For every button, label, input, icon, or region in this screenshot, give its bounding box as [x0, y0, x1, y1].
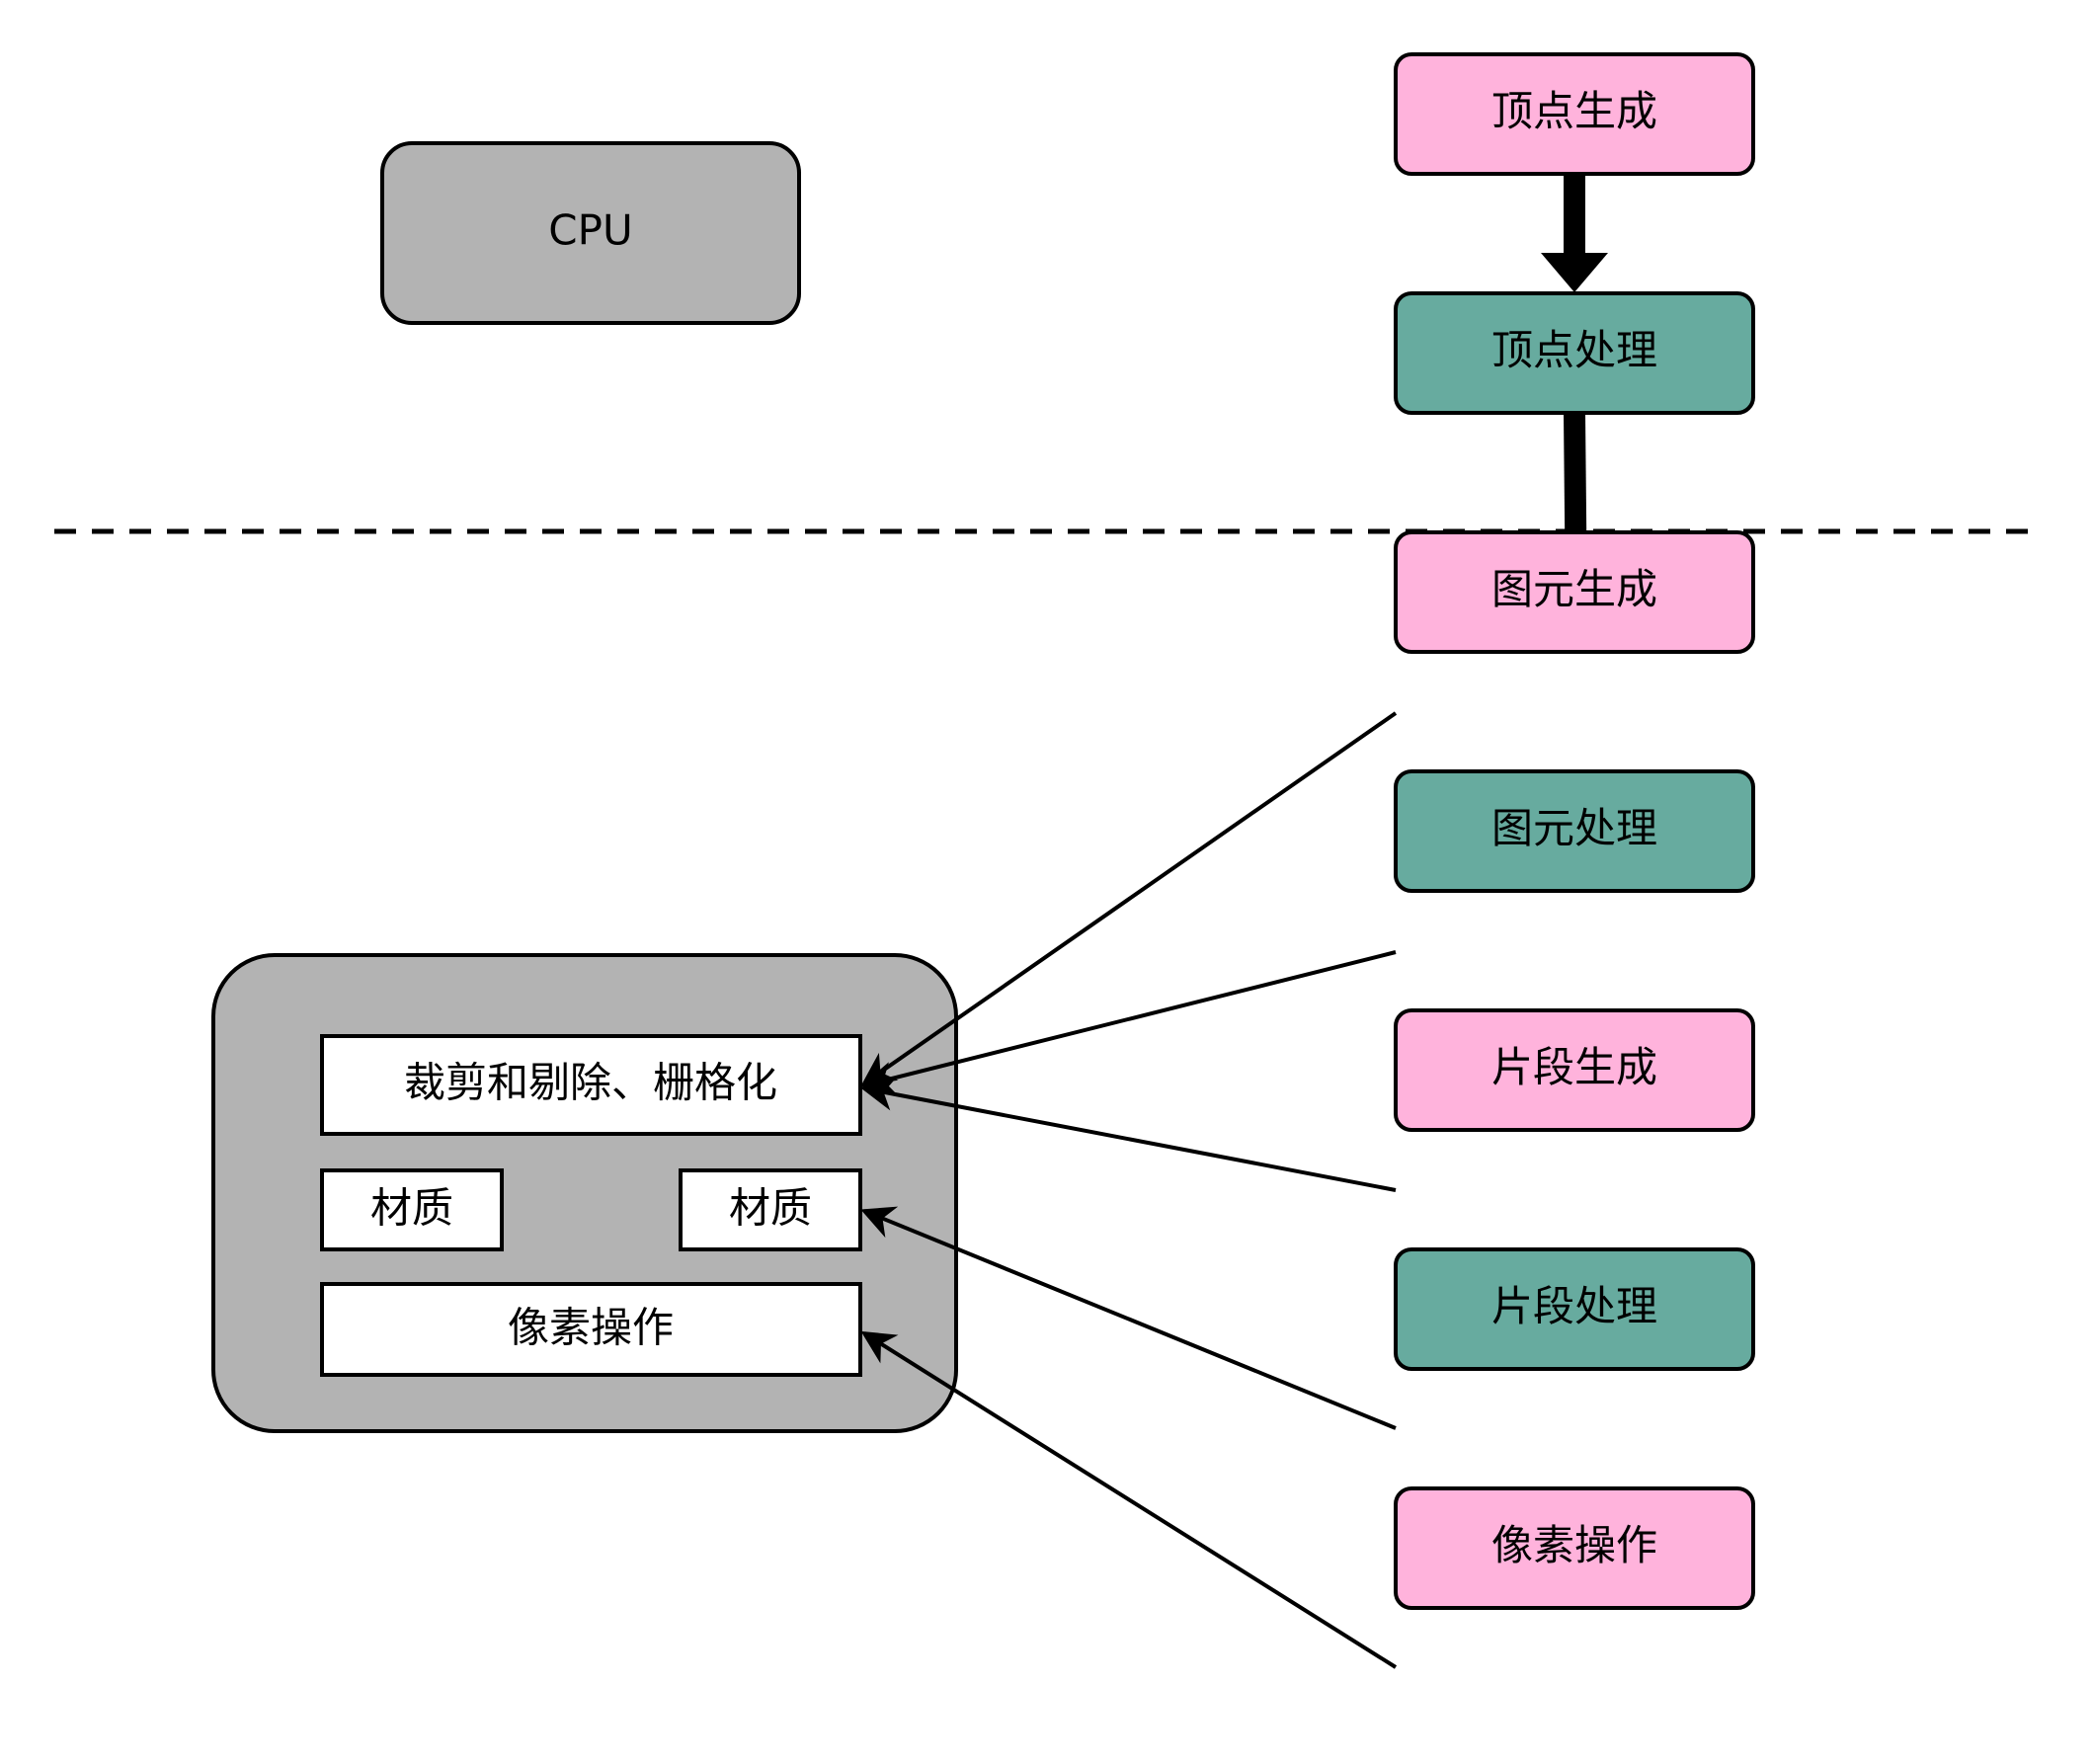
arrow-pixel-op-to-pixel-ops [860, 1330, 1398, 1669]
material-right-box [679, 1168, 862, 1251]
arrow-primitive-gen-to-clip [860, 711, 1398, 1086]
mapping-arrows [860, 711, 1398, 1669]
material-right-label: 材质 [729, 1184, 812, 1233]
material-left-label: 材质 [370, 1184, 453, 1233]
stage-label-fragment-gen: 片段生成 [1491, 1043, 1657, 1091]
pixel-ops-box [320, 1282, 862, 1377]
arrow-fragment-gen-to-clip [860, 1077, 1397, 1192]
stage-box-vertex-proc [1394, 291, 1755, 415]
stage-label-vertex-gen: 顶点生成 [1491, 87, 1657, 135]
stage-label-primitive-gen: 图元生成 [1491, 565, 1657, 613]
stage-vertex-proc: 顶点处理 [1394, 291, 1755, 415]
stage-box-fragment-proc [1394, 1247, 1755, 1371]
stage-vertex-gen: 顶点生成 [1394, 52, 1755, 176]
stage-primitive-gen: 图元生成 [1394, 530, 1755, 654]
stage-label-primitive-proc: 图元处理 [1491, 804, 1657, 852]
arrow-primitive-proc-to-clip [860, 950, 1397, 1095]
clip-cull-raster-label: 裁剪和剔除、栅格化 [404, 1059, 777, 1107]
clip-cull-raster-box [320, 1034, 862, 1136]
cpu-node: CPU [380, 141, 801, 325]
stage-box-primitive-gen [1394, 530, 1755, 654]
material-left-box [320, 1168, 504, 1251]
stage-box-pixel-op [1394, 1486, 1755, 1610]
stage-box-vertex-gen [1394, 52, 1755, 176]
fixed-function-container: 裁剪和剔除、栅格化 材质 材质 像素操作 [211, 953, 958, 1433]
stage-primitive-proc: 图元处理 [1394, 769, 1755, 893]
stage-fragment-gen: 片段生成 [1394, 1008, 1755, 1132]
stage-box-fragment-gen [1394, 1008, 1755, 1132]
stage-label-vertex-proc: 顶点处理 [1491, 326, 1657, 374]
cpu-label: CPU [548, 206, 632, 255]
stage-label-pixel-op: 像素操作 [1491, 1521, 1657, 1569]
arrow-vertex-gen-to-vertex-proc [1541, 175, 1608, 292]
stage-fragment-proc: 片段处理 [1394, 1247, 1755, 1371]
stage-pixel-op: 像素操作 [1394, 1486, 1755, 1610]
arrow-fragment-proc-to-material [860, 1206, 1397, 1430]
stage-box-primitive-proc [1394, 769, 1755, 893]
stage-label-fragment-proc: 片段处理 [1491, 1282, 1657, 1330]
pixel-ops-label: 像素操作 [508, 1304, 674, 1352]
